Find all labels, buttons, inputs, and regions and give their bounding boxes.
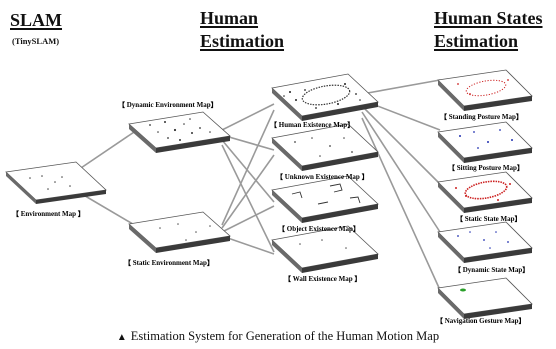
standing-posture-map-label: 【 Standing Posture Map】 xyxy=(440,113,523,121)
static-state-map-label: 【 Static State Map】 xyxy=(456,215,522,223)
environment-map-plate xyxy=(5,161,107,204)
slam-subheading: (TinySLAM) xyxy=(12,36,60,46)
connector-lines xyxy=(74,79,441,291)
static-environment-map-plate xyxy=(128,211,231,253)
figure-caption: ▲Estimation System for Generation of the… xyxy=(0,329,556,344)
unknown-existence-map-plate xyxy=(271,123,379,171)
dynamic-state-map-label: 【 Dynamic State Map】 xyxy=(454,266,529,274)
human-existence-map-plate xyxy=(271,73,379,121)
caption-text: Estimation System for Generation of the … xyxy=(130,329,440,343)
human-states-heading-line1: Human States xyxy=(434,8,543,28)
object-existence-map-label: 【 Object Existence Map】 xyxy=(278,225,360,233)
static-environment-map-label: 【 Static Environment Map】 xyxy=(124,259,214,267)
wall-existence-map-plate xyxy=(271,225,379,273)
human-estimation-heading-line1: Human xyxy=(200,8,259,28)
human-states-heading-line2: Estimation xyxy=(434,31,519,51)
navigation-gesture-map-plate xyxy=(437,277,533,319)
dynamic-environment-map-label: 【 Dynamic Environment Map】 xyxy=(118,101,218,109)
static-state-map-plate xyxy=(437,171,533,213)
object-existence-map-plate xyxy=(271,175,379,223)
sitting-posture-map-plate xyxy=(437,121,533,163)
dynamic-state-map-plate xyxy=(437,221,533,263)
human-estimation-heading-line2: Estimation xyxy=(200,31,285,51)
navigation-gesture-map-label: 【 Navigation Gesture Map】 xyxy=(436,317,526,325)
dynamic-environment-map-plate xyxy=(128,111,231,153)
wall-existence-map-label: 【 Wall Existence Map 】 xyxy=(284,275,361,283)
standing-posture-map-plate xyxy=(437,69,533,111)
unknown-existence-map-label: 【 Unknown Existence Map 】 xyxy=(276,173,369,181)
environment-map-label: 【 Environment Map 】 xyxy=(12,210,85,218)
sitting-posture-map-label: 【 Sitting Posture Map】 xyxy=(448,164,524,172)
slam-heading: SLAM xyxy=(10,10,63,30)
triangle-marker-icon: ▲ xyxy=(116,332,127,343)
human-existence-map-label: 【 Human Existence Map】 xyxy=(270,121,354,129)
